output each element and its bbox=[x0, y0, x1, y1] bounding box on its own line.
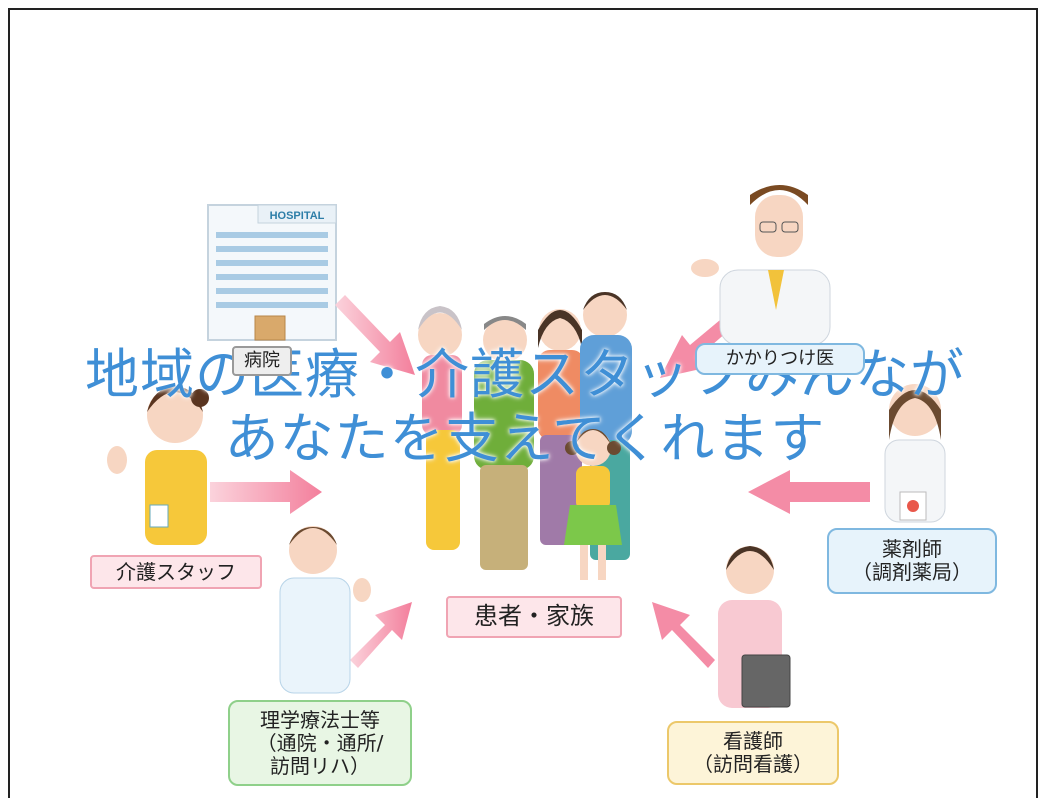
doctor-illustration bbox=[691, 185, 831, 346]
pharmacist-illustration bbox=[884, 384, 946, 523]
care-staff-illustration bbox=[107, 386, 209, 545]
label-patient-family: 患者・家族 bbox=[446, 596, 622, 638]
label-family-doctor: かかりつけ医 bbox=[695, 343, 865, 375]
hospital-building-icon: HOSPITAL bbox=[207, 204, 337, 341]
label-pharmacist: 薬剤師 （調剤薬局） bbox=[827, 528, 997, 594]
arrow-hospital bbox=[335, 295, 415, 375]
hospital-sign: HOSPITAL bbox=[270, 210, 325, 222]
nurse-illustration bbox=[718, 546, 791, 708]
arrow-nurse bbox=[652, 602, 715, 668]
therapist-illustration bbox=[279, 526, 371, 694]
label-care-staff: 介護スタッフ bbox=[90, 555, 262, 589]
arrow-pharmacist bbox=[748, 470, 870, 514]
label-hospital: 病院 bbox=[232, 346, 292, 376]
arrow-doctor bbox=[660, 320, 727, 378]
family-group-illustration bbox=[418, 292, 632, 580]
arrow-therapist bbox=[350, 602, 412, 668]
label-nurse: 看護師 （訪問看護） bbox=[667, 721, 839, 785]
arrows bbox=[210, 295, 870, 668]
slide-frame bbox=[8, 8, 1038, 798]
headline-line-2: あなたを支えてくれます bbox=[224, 407, 826, 470]
label-therapist: 理学療法士等 （通院・通所/ 訪問リハ） bbox=[228, 700, 412, 786]
arrow-care-staff bbox=[210, 470, 322, 514]
